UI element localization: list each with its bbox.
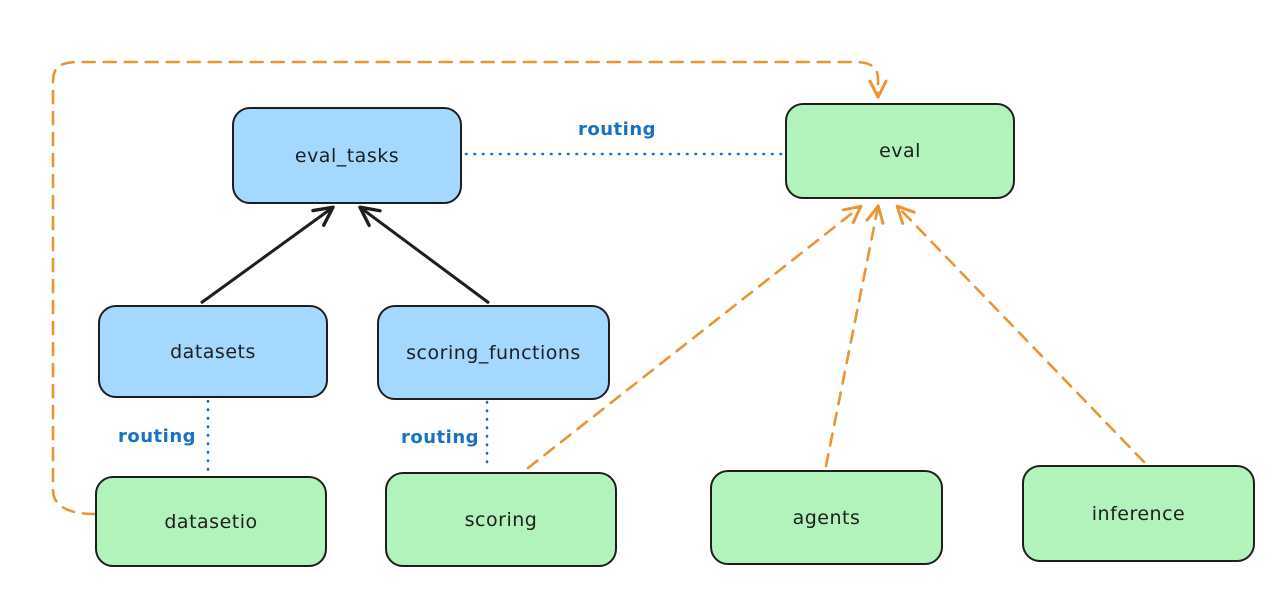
edge-agents-to-eval [824, 204, 885, 468]
edge-label-routing-datasetio: routing [118, 426, 197, 447]
node-datasets: datasets [98, 305, 328, 398]
edge-datasets-to-eval_tasks [200, 205, 335, 305]
node-inference: inference [1022, 465, 1255, 562]
edge-label-routing-scoring: routing [401, 427, 480, 448]
node-agents-label: agents [792, 506, 861, 529]
node-eval_tasks: eval_tasks [232, 107, 462, 204]
node-eval_tasks-label: eval_tasks [294, 144, 400, 167]
node-datasetio: datasetio [95, 476, 327, 567]
node-datasetio-label: datasetio [164, 510, 258, 533]
node-inference-label: inference [1091, 502, 1186, 525]
edge-label-routing-eval: routing [578, 119, 657, 140]
node-scoring_functions: scoring_functions [377, 305, 610, 400]
node-eval: eval [785, 103, 1015, 199]
edge-inference-to-eval [895, 204, 1146, 464]
node-datasets-label: datasets [170, 340, 256, 363]
node-scoring: scoring [385, 472, 617, 567]
edge-datasetio-to-eval [51, 60, 888, 516]
node-scoring_functions-label: scoring_functions [406, 341, 581, 364]
node-eval-label: eval [879, 140, 921, 162]
edge-scoring_functions-to-eval_tasks [358, 205, 490, 305]
edge-scoring-to-eval [526, 204, 863, 470]
node-scoring-label: scoring [464, 508, 538, 531]
node-agents: agents [710, 470, 943, 565]
